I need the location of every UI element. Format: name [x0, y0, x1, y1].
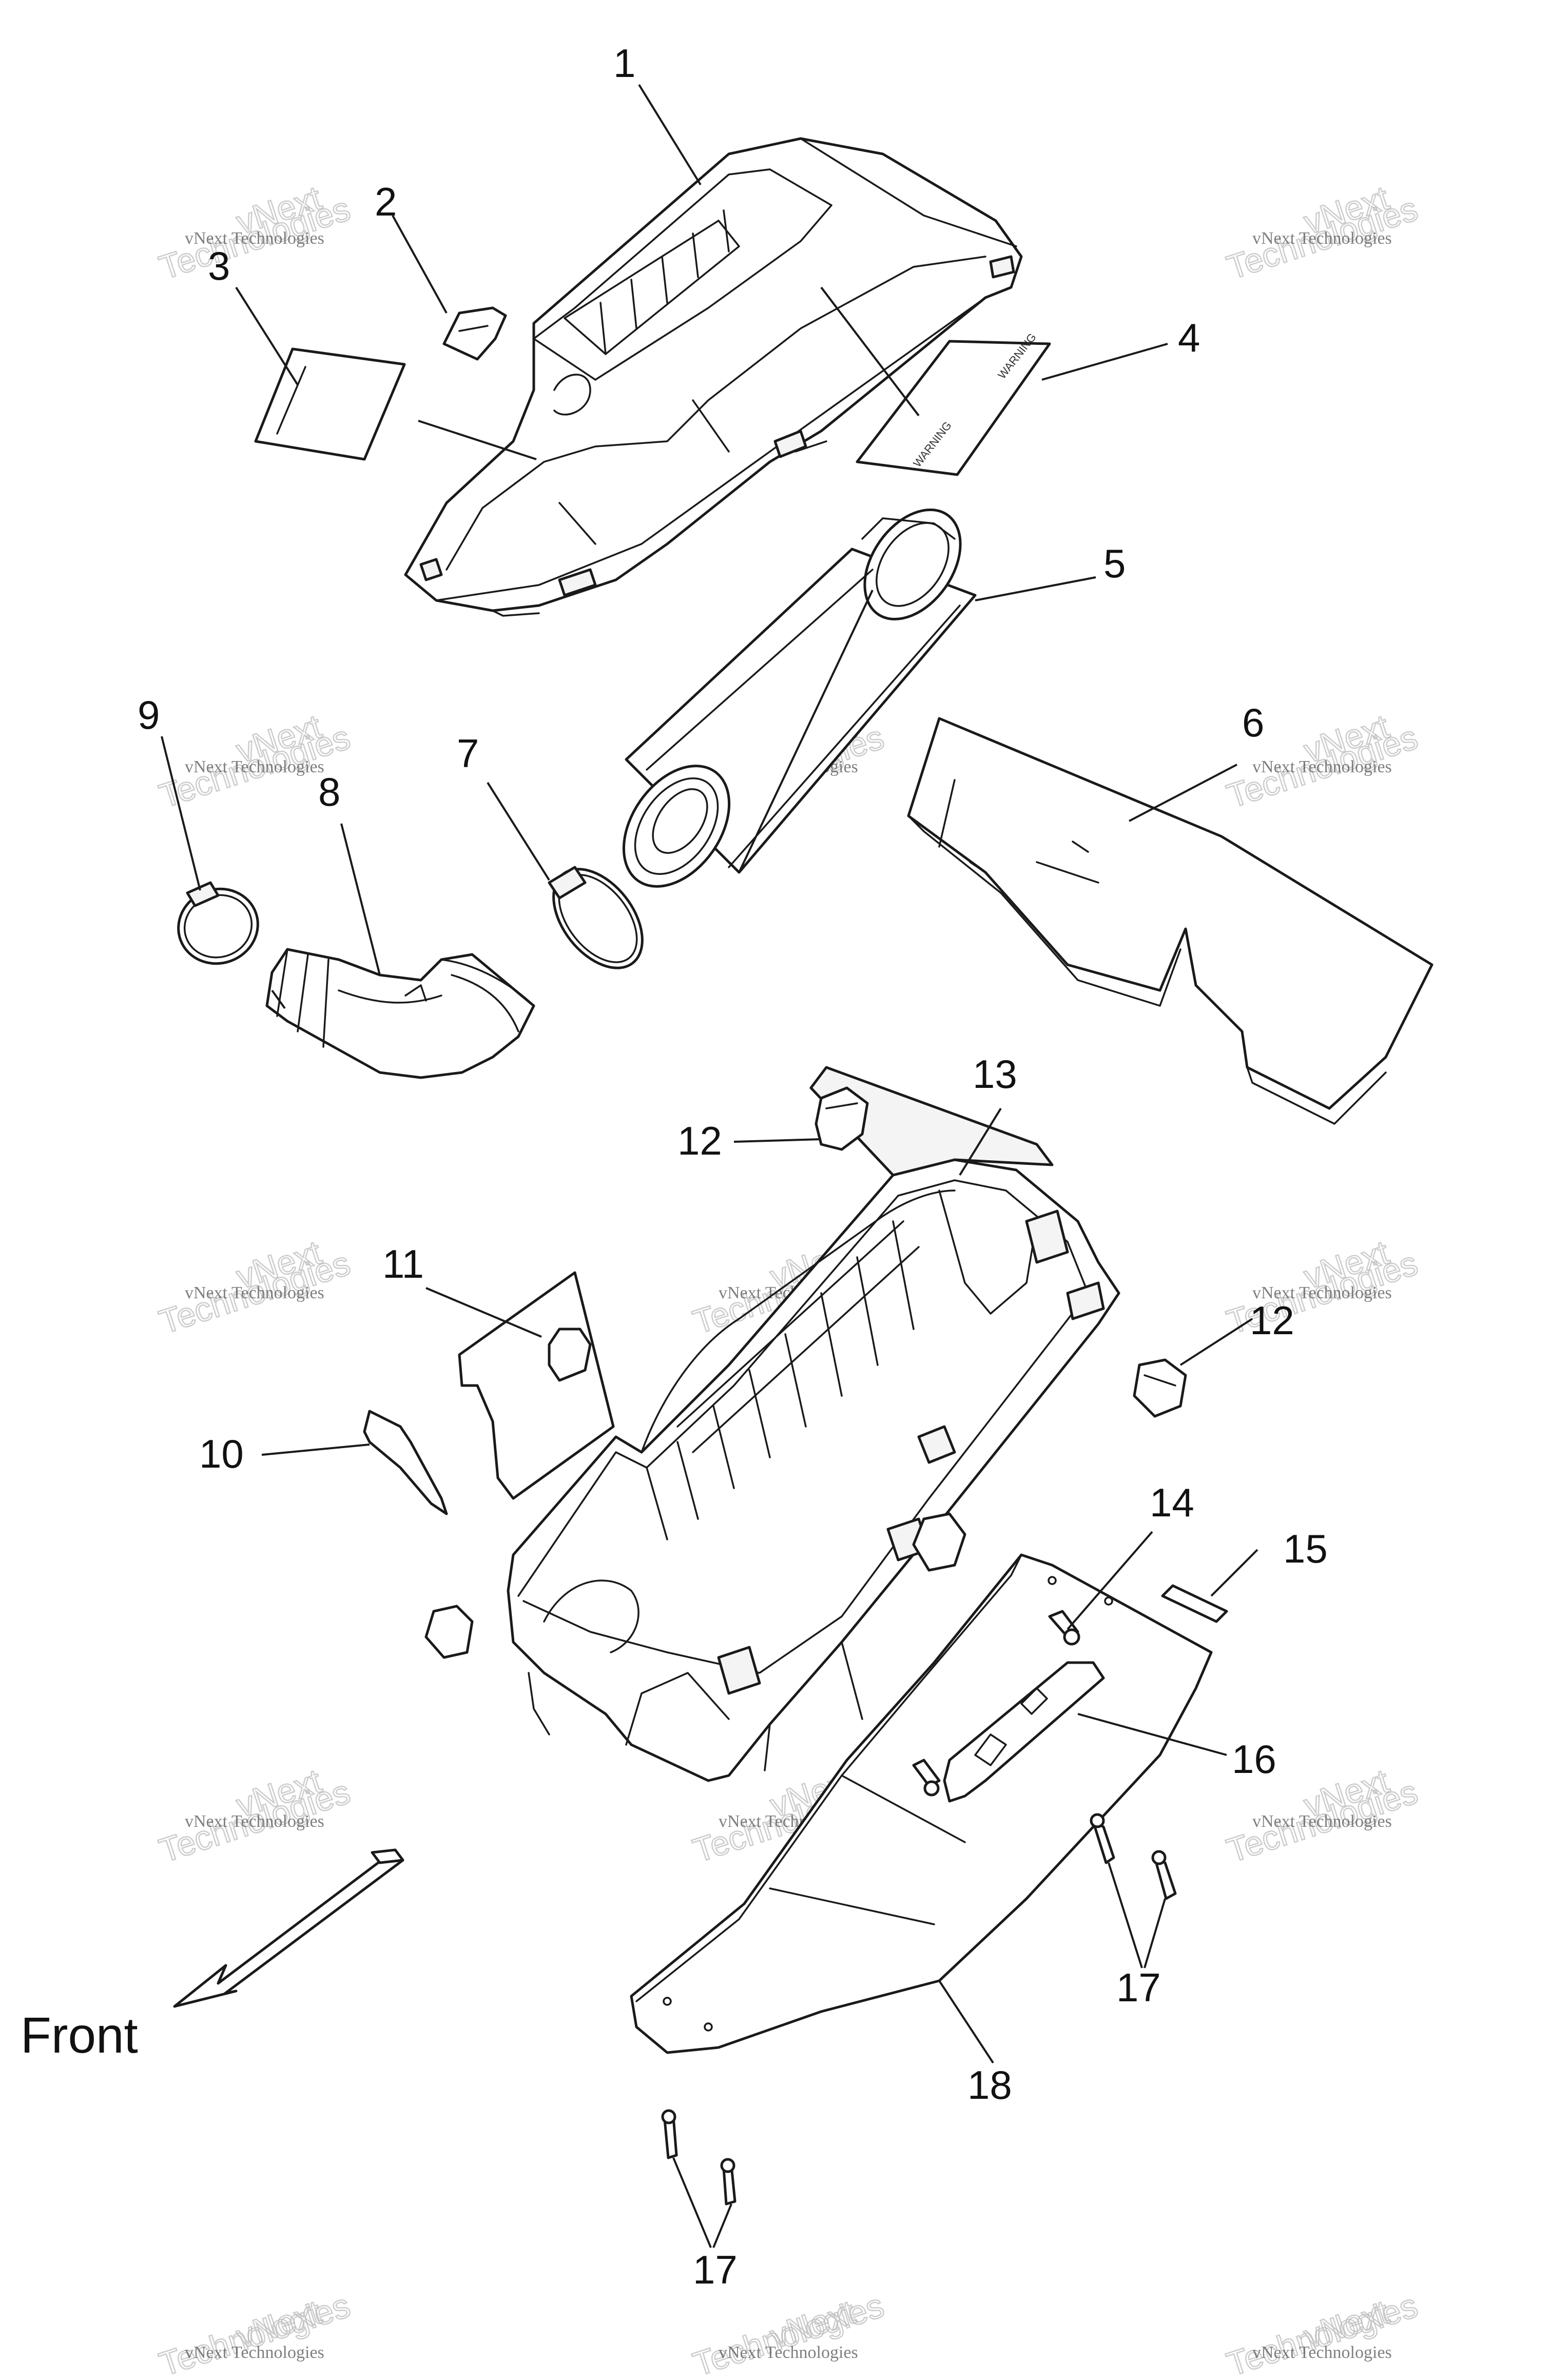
part-8-intake-boot: [265, 948, 535, 1079]
watermark-text: vNext Technologies: [185, 757, 324, 776]
callout-4: 4: [1178, 315, 1200, 360]
part-12-clip: [912, 1512, 966, 1572]
callout-10: 10: [199, 1431, 244, 1476]
leader-lines: [161, 84, 1258, 2248]
watermark-text: vNext Technologies: [185, 2343, 324, 2362]
part-17-rivet: [661, 2109, 678, 2159]
watermark: vNext Technologies vNext Technologies: [1222, 2286, 1423, 2380]
callout-17: 17: [693, 2247, 738, 2292]
callout-13: 13: [973, 1051, 1017, 1097]
part-1-airbox-cover: [404, 137, 1023, 617]
watermark: vNext Technologies vNext Technologies: [154, 2286, 355, 2380]
part-6-foam-pad: [907, 717, 1433, 1125]
part-9-hose-clamp: [177, 881, 259, 965]
callout-9: 9: [138, 692, 160, 737]
callout-8: 8: [318, 769, 340, 814]
part-7-hose-clamp: [548, 866, 644, 969]
part-12-clip: [815, 1086, 869, 1151]
part-14-screw: [1048, 1610, 1080, 1646]
front-direction-arrow: [173, 1848, 404, 2008]
part-12-clip: [424, 1605, 474, 1659]
callout-12: 12: [1250, 1298, 1294, 1343]
part-10-seal: [363, 1410, 448, 1515]
watermark-text: vNext Technologies: [1252, 1812, 1392, 1831]
callout-14: 14: [1150, 1480, 1194, 1525]
part-4-warning-label: WARNING WARNING: [856, 331, 1051, 476]
watermark: vNext Technologies vNext Technologies: [154, 1761, 355, 1870]
part-11-decal-sheet: [458, 1271, 615, 1500]
part-17-rivet: [720, 2158, 737, 2206]
front-label: Front: [21, 2007, 138, 2063]
part-2-small-decal: [442, 306, 507, 361]
part-16-screw: [912, 1759, 941, 1797]
watermark-text: vNext Technologies: [1252, 1283, 1392, 1302]
watermark: vNext Technologies vNext Technologies: [154, 1233, 355, 1342]
callout-11: 11: [382, 1241, 424, 1286]
callout-18: 18: [967, 2062, 1012, 2108]
part-12-clip: [1133, 1358, 1187, 1418]
part-15-label: [1161, 1584, 1228, 1623]
callout-16: 16: [1232, 1737, 1276, 1782]
watermark-text: vNext Technologies: [185, 1812, 324, 1831]
watermark-text: vNext Technologies: [1252, 757, 1392, 776]
watermark-text: vNext Technologies: [1252, 229, 1392, 248]
callout-12: 12: [677, 1118, 722, 1163]
watermarks: vNext Technologies vNext Technologies vN…: [154, 178, 1423, 2380]
callout-17: 17: [1116, 1965, 1161, 2010]
part-18-heat-shield: [630, 1553, 1213, 2054]
part-13-airbox-base: [507, 1066, 1120, 1782]
part-17-rivet: [1090, 1813, 1115, 1864]
watermark: vNext Technologies vNext Technologies: [1222, 178, 1423, 287]
callout-6: 6: [1242, 700, 1264, 745]
watermark-text: vNext Technologies: [185, 229, 324, 248]
callout-3: 3: [208, 243, 230, 288]
watermark-brand-sub: Technologies: [1222, 2286, 1422, 2380]
part-17-rivet: [1151, 1850, 1177, 1900]
callout-1: 1: [613, 41, 635, 86]
callout-5: 5: [1103, 541, 1126, 586]
part-3-decal: [254, 347, 406, 461]
watermark-text: vNext Technologies: [1252, 2343, 1392, 2362]
callouts: 1 2 3 4 5 6 7 8 9 10 11 12 12 13 14 15 1…: [21, 41, 1328, 2292]
callout-15: 15: [1283, 1526, 1328, 1571]
watermark-text: vNext Technologies: [185, 1283, 324, 1302]
callout-7: 7: [457, 731, 479, 776]
watermark-brand-sub: Technologies: [154, 2286, 354, 2380]
watermark: vNext Technologies vNext Technologies: [154, 178, 355, 287]
watermark-text: vNext Technologies: [719, 2343, 858, 2362]
watermark: vNext Technologies vNext Technologies: [688, 2286, 889, 2380]
part-5-air-filter: [622, 508, 977, 888]
watermark-brand-sub: Technologies: [688, 2286, 888, 2380]
callout-2: 2: [375, 179, 397, 224]
